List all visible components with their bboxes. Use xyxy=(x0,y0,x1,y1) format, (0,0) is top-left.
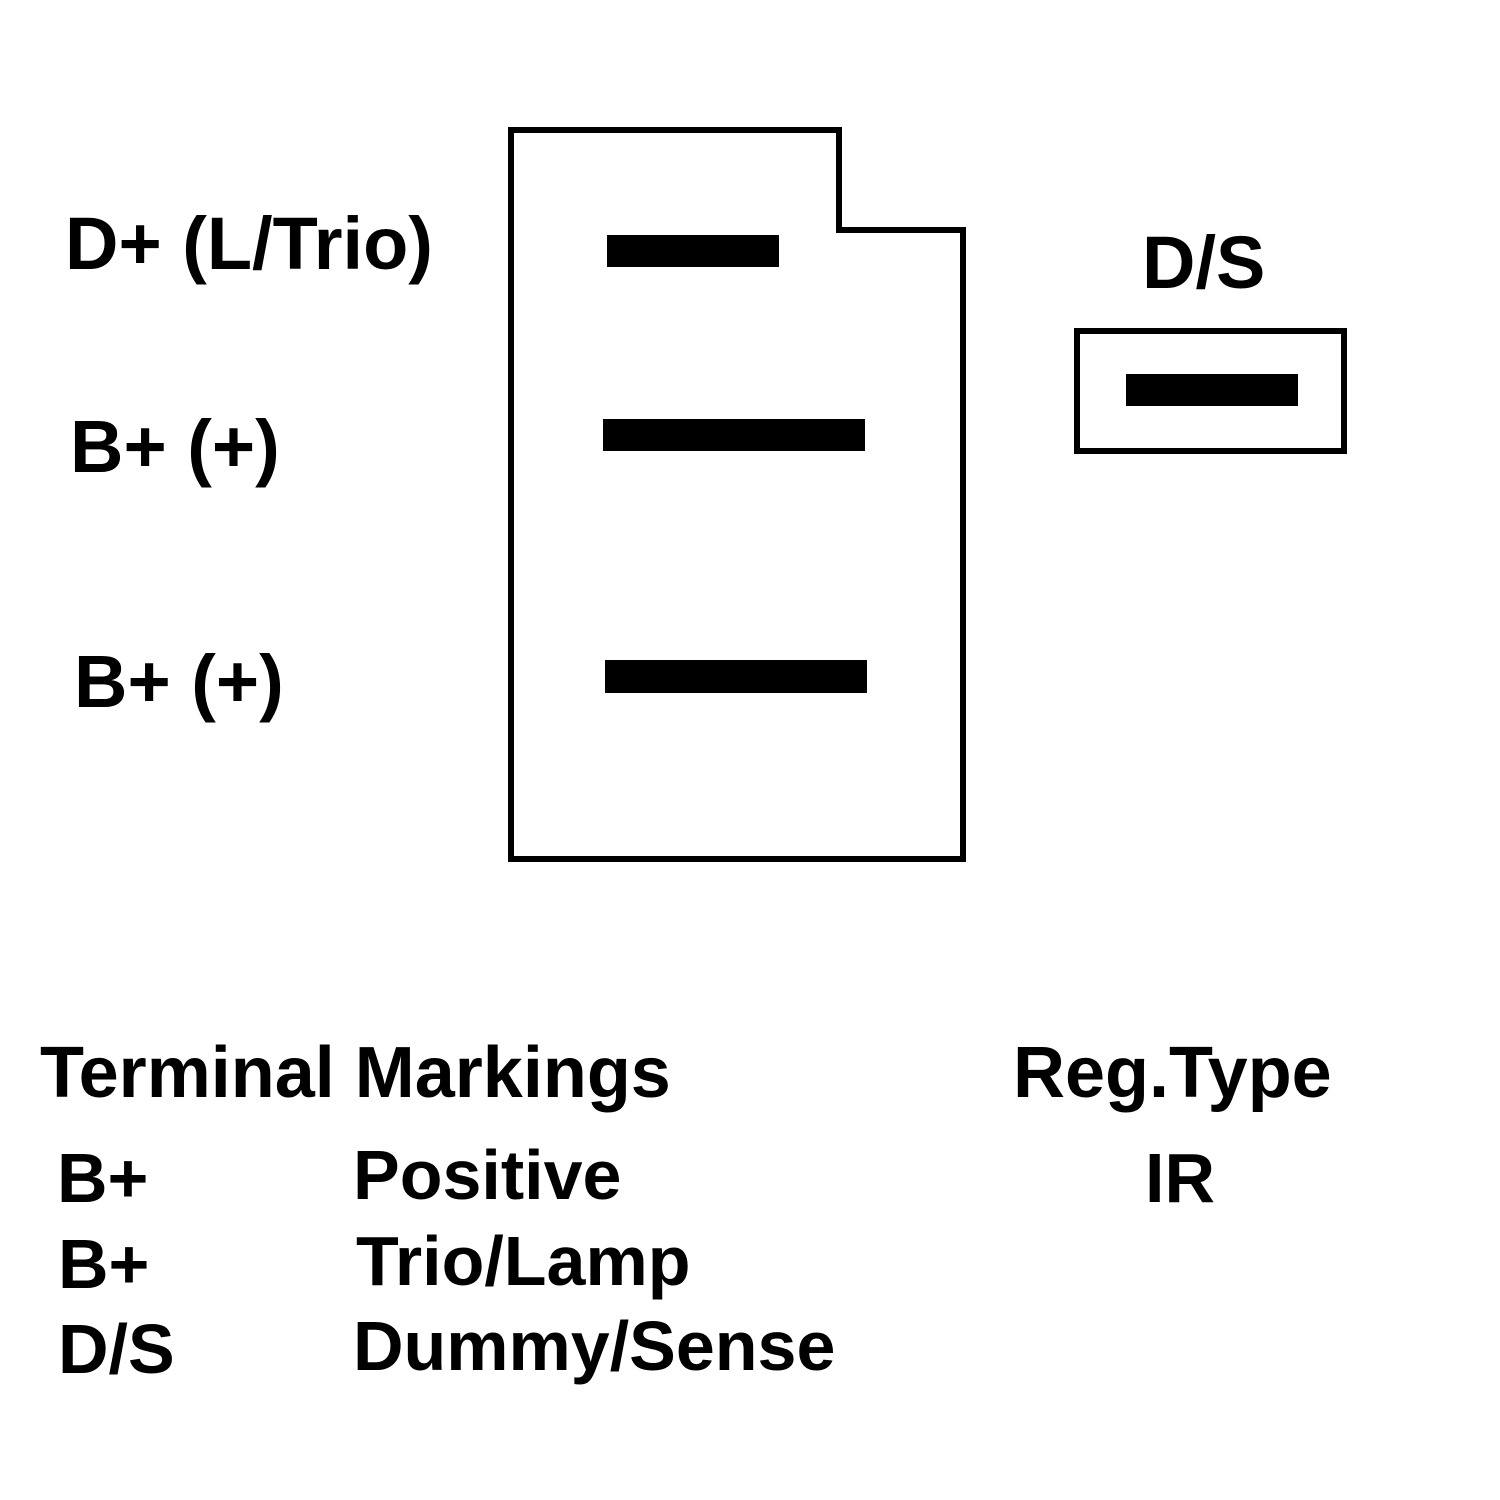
terminal-blade-d-plus xyxy=(607,235,779,267)
connector-housing xyxy=(508,127,966,862)
pin-label-d-plus: D+ (L/Trio) xyxy=(65,202,433,285)
legend-meaning-2: Trio/Lamp xyxy=(356,1222,691,1300)
reg-type-heading: Reg.Type xyxy=(1013,1033,1332,1113)
pin-label-b-plus-1: B+ (+) xyxy=(70,405,280,488)
pin-label-b-plus-2: B+ (+) xyxy=(74,640,284,723)
legend-meaning-1: Positive xyxy=(353,1136,622,1214)
terminal-markings-heading: Terminal Markings xyxy=(40,1033,671,1113)
aux-terminal-label: D/S xyxy=(1142,221,1266,304)
terminal-blade-b-plus-1 xyxy=(603,419,865,451)
legend-code-2: B+ xyxy=(58,1225,150,1303)
legend-code-1: B+ xyxy=(57,1139,149,1217)
terminal-blade-b-plus-2 xyxy=(605,660,867,693)
aux-terminal-housing xyxy=(1074,328,1347,454)
reg-type-value: IR xyxy=(1145,1139,1215,1217)
legend-code-3: D/S xyxy=(58,1310,175,1388)
legend-meaning-3: Dummy/Sense xyxy=(353,1307,836,1385)
aux-terminal-blade xyxy=(1126,374,1298,406)
